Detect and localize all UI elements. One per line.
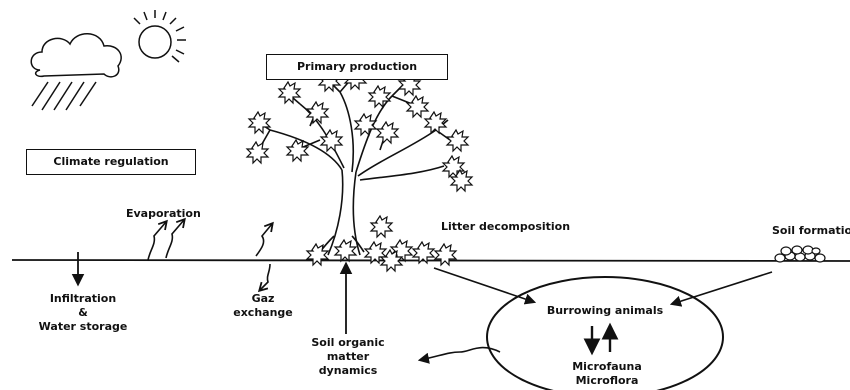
primary-production-label: Primary production bbox=[296, 60, 418, 73]
sun-icon bbox=[133, 10, 186, 63]
tree-leaves bbox=[246, 67, 469, 178]
sun-cloud-rain-icon bbox=[30, 10, 186, 111]
climate-regulation-label: Climate regulation bbox=[53, 155, 169, 168]
soil-formation-to-burrowing-arrow bbox=[669, 271, 773, 307]
gaz-exchange-label: Gaz exchange bbox=[228, 292, 298, 320]
gaz-exchange-arrows bbox=[255, 221, 274, 293]
som-line-3: dynamics bbox=[318, 364, 378, 377]
soil-organic-matter-label: Soil organic matter dynamics bbox=[298, 336, 398, 378]
rain-icon bbox=[31, 81, 97, 111]
soil-formation-label: Soil formation bbox=[772, 224, 850, 237]
microfauna-microflora-label: Microfauna Microflora bbox=[552, 360, 662, 388]
microfauna-label: Microfauna bbox=[572, 360, 642, 373]
ground-line bbox=[11, 259, 850, 262]
evaporation-label: Evaporation bbox=[126, 207, 201, 220]
gaz-line-2: exchange bbox=[233, 306, 293, 319]
cloud-icon bbox=[30, 33, 122, 78]
infiltration-line-3: Water storage bbox=[38, 320, 128, 333]
som-line-2: matter bbox=[326, 350, 370, 363]
climate-regulation-box: Climate regulation bbox=[26, 149, 196, 175]
infiltration-line-2: & bbox=[78, 306, 88, 319]
litter-leaves bbox=[306, 239, 457, 272]
soil-stones-icon bbox=[774, 245, 826, 263]
infiltration-label: Infiltration & Water storage bbox=[28, 292, 138, 334]
litter-decomposition-label: Litter decomposition bbox=[441, 220, 571, 233]
biota-to-som-arrow bbox=[417, 346, 501, 364]
infiltration-line-1: Infiltration bbox=[49, 292, 117, 305]
primary-production-box: Primary production bbox=[266, 54, 448, 80]
som-line-1: Soil organic bbox=[311, 336, 385, 349]
gaz-line-1: Gaz bbox=[251, 292, 275, 305]
evaporation-arrows bbox=[147, 217, 186, 261]
soil-biota-circle bbox=[486, 276, 724, 390]
microflora-label: Microflora bbox=[575, 374, 639, 387]
burrowing-animals-label: Burrowing animals bbox=[546, 304, 664, 317]
